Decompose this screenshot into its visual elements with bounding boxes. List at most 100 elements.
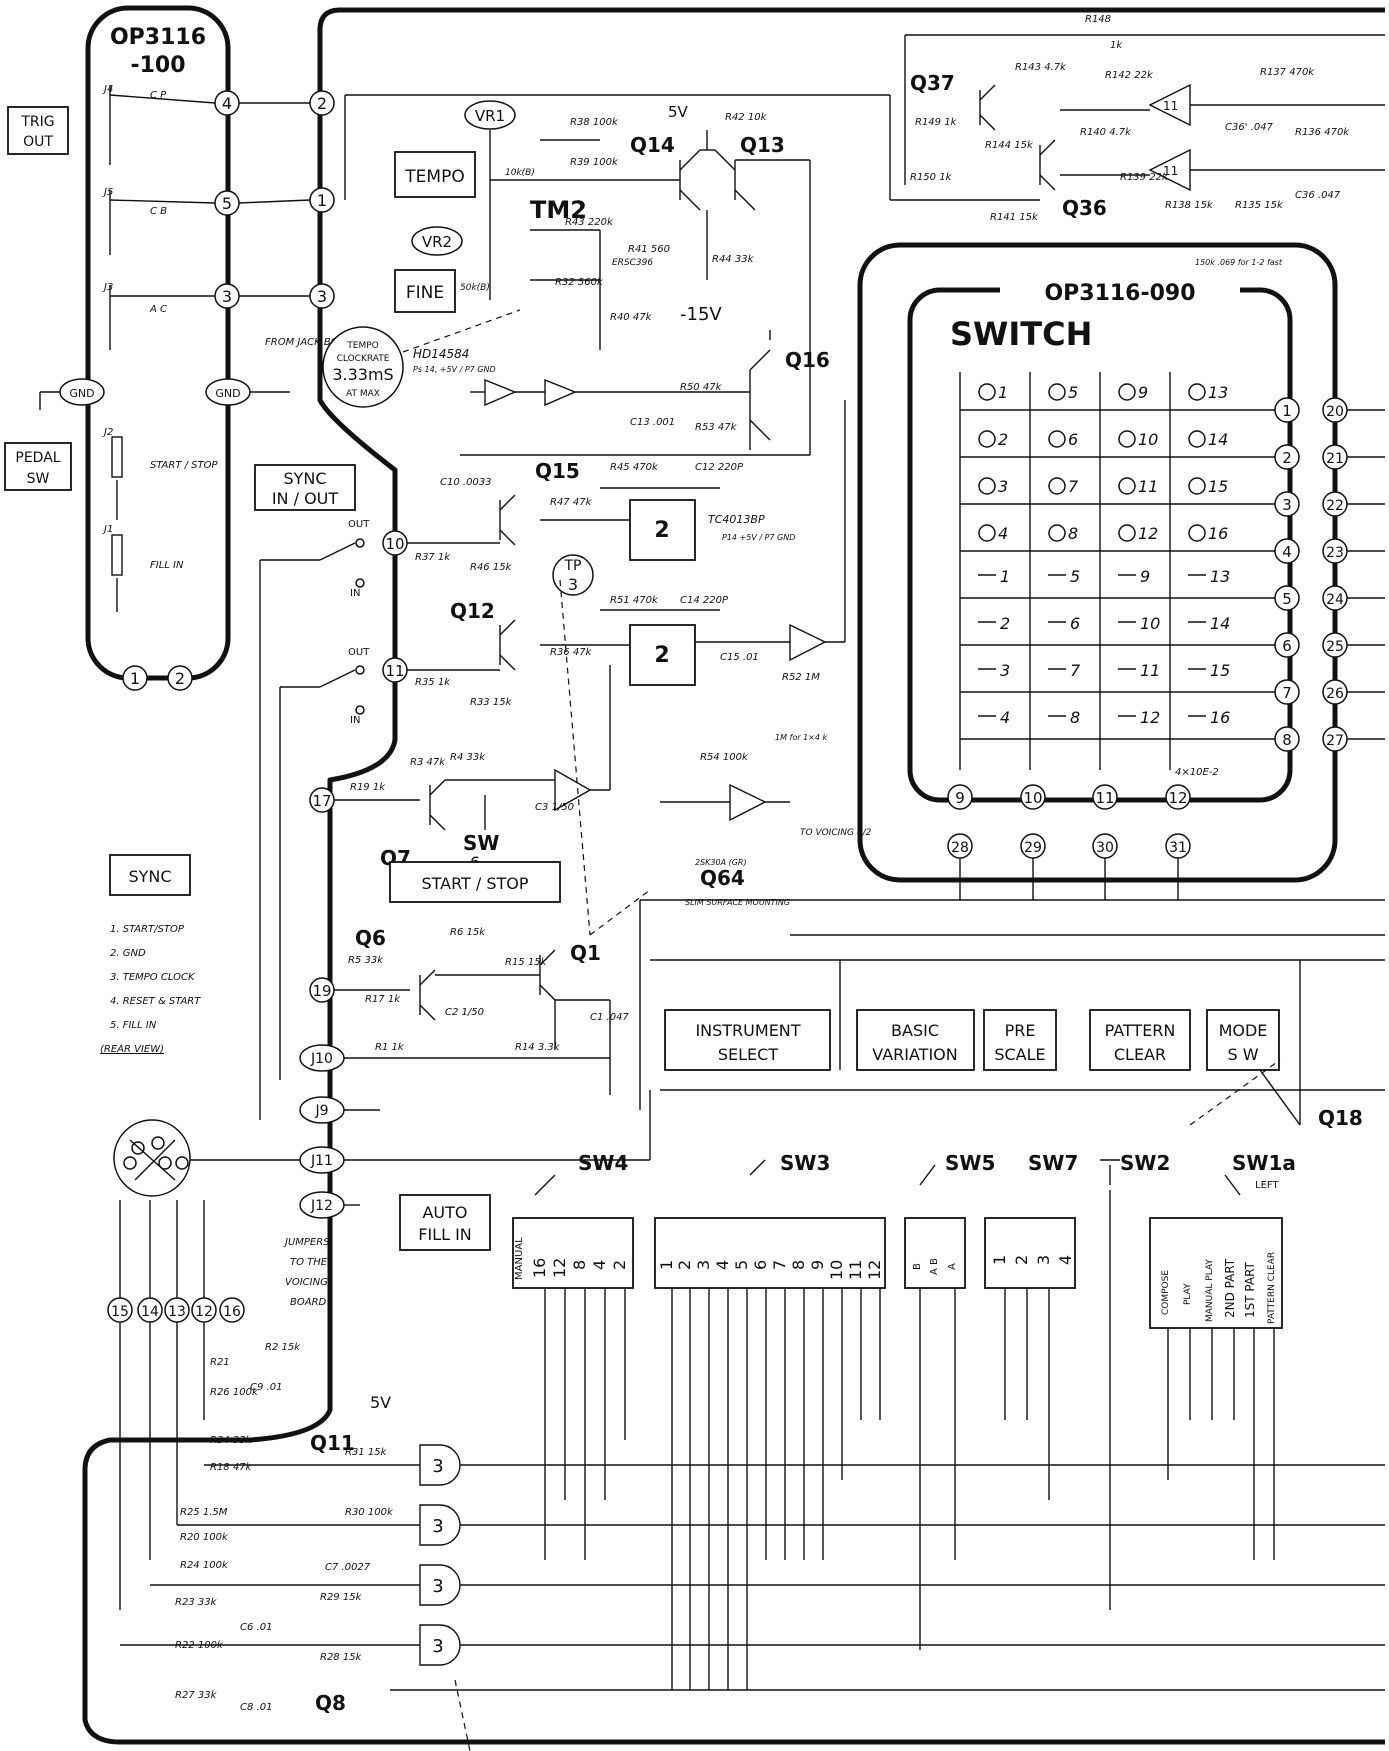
svg-text:R54 100k: R54 100k (700, 752, 749, 763)
svg-text:R139 22k: R139 22k (1120, 172, 1169, 183)
svg-text:3: 3 (222, 287, 232, 306)
svg-text:TEMPO: TEMPO (346, 341, 378, 351)
diode-matrix (544, 1288, 1275, 1690)
svg-text:Q36: Q36 (1062, 196, 1107, 220)
svg-text:R149 1k: R149 1k (915, 117, 958, 128)
svg-text:5V: 5V (370, 1393, 391, 1412)
svg-text:Q15: Q15 (535, 459, 580, 483)
svg-text:C15 .01: C15 .01 (720, 652, 759, 663)
svg-text:OUT: OUT (348, 647, 370, 658)
instrument-select-box: INSTRUMENT SELECT (664, 1009, 831, 1071)
svg-text:R15 15k: R15 15k (505, 957, 548, 968)
svg-text:J9: J9 (314, 1103, 328, 1119)
svg-text:R36 47k: R36 47k (550, 647, 593, 658)
svg-text:1: 1 (1000, 567, 1010, 586)
svg-text:J2: J2 (102, 427, 113, 438)
svg-text:FINE: FINE (406, 283, 444, 303)
svg-text:R53 47k: R53 47k (695, 422, 738, 433)
svg-text:Q12: Q12 (450, 599, 495, 623)
svg-text:10: 10 (1140, 614, 1160, 633)
svg-text:AT MAX: AT MAX (346, 389, 380, 399)
svg-text:R43 220k: R43 220k (565, 217, 614, 228)
basic-variation-box: BASIC VARIATION (856, 1009, 975, 1071)
tempo-clockrate-note: TEMPO CLOCKRATE 3.33mS AT MAX (322, 309, 521, 408)
svg-text:R5 33k: R5 33k (348, 955, 384, 966)
key-matrix: 1 5 9 13 2 6 10 14 3 7 11 15 4 8 12 16 (959, 372, 1275, 778)
svg-text:2: 2 (654, 643, 669, 668)
svg-text:R138 15k: R138 15k (1165, 200, 1214, 211)
svg-text:R32 560k: R32 560k (555, 277, 604, 288)
svg-text:15: 15 (111, 1304, 129, 1320)
svg-text:R27 33k: R27 33k (175, 1690, 218, 1701)
q18-label: Q18 (1318, 1106, 1363, 1130)
q15-q12-flipflops: 2 2 Q15 Q12 TC4013BP P14 +5V / P7 GND R4… (415, 400, 846, 708)
svg-text:J12: J12 (310, 1198, 333, 1214)
svg-text:4: 4 (1282, 543, 1292, 561)
svg-text:SELECT: SELECT (718, 1045, 778, 1064)
svg-text:A: A (947, 1263, 958, 1270)
svg-text:2: 2 (675, 1260, 694, 1270)
svg-text:R23 33k: R23 33k (175, 1597, 218, 1608)
svg-text:3: 3 (694, 1260, 713, 1270)
svg-text:1: 1 (130, 669, 140, 688)
svg-text:SW3: SW3 (780, 1151, 830, 1175)
svg-text:1ST PART: 1ST PART (1243, 1261, 1257, 1318)
svg-text:6: 6 (1282, 637, 1292, 655)
svg-text:13: 13 (1210, 567, 1230, 586)
svg-text:R6 15k: R6 15k (450, 927, 486, 938)
op3116-090-title: OP3116-090 (1044, 281, 1195, 306)
svg-text:Q11: Q11 (310, 1431, 355, 1455)
svg-text:AUTO: AUTO (422, 1203, 467, 1222)
svg-text:SW1a: SW1a (1232, 1151, 1296, 1175)
svg-text:B: B (912, 1263, 923, 1270)
svg-text:3. TEMPO CLOCK: 3. TEMPO CLOCK (110, 972, 196, 983)
svg-text:R34 33k: R34 33k (210, 1435, 253, 1446)
svg-text:12: 12 (865, 1260, 884, 1280)
svg-text:16: 16 (223, 1304, 241, 1320)
svg-text:10: 10 (1138, 430, 1158, 449)
fine-box: FINE (394, 269, 456, 313)
svg-text:R37 1k: R37 1k (415, 552, 451, 563)
bus-top (317, 7, 1385, 100)
svg-text:C12 220P: C12 220P (695, 462, 744, 473)
sync-box: SYNC (109, 854, 191, 896)
svg-text:J10: J10 (310, 1051, 333, 1067)
svg-text:5: 5 (732, 1260, 751, 1270)
svg-text:TO THE: TO THE (290, 1257, 328, 1268)
edge-pins-bottom: 28 29 30 31 (947, 833, 1191, 900)
svg-text:R2 15k: R2 15k (265, 1342, 301, 1353)
svg-text:Q13: Q13 (740, 133, 785, 157)
svg-text:2: 2 (1282, 449, 1292, 467)
svg-text:1: 1 (1282, 402, 1292, 420)
svg-text:C9 .01: C9 .01 (250, 1382, 282, 1393)
op3116-100-title: OP3116 (110, 25, 206, 50)
sw7-positions: 1 2 3 4 (984, 1217, 1076, 1289)
svg-text:5. FILL IN: 5. FILL IN (110, 1020, 157, 1031)
svg-text:GND: GND (69, 387, 94, 400)
svg-text:MANUAL PLAY: MANUAL PLAY (1205, 1259, 1215, 1322)
svg-text:7: 7 (1070, 661, 1081, 680)
svg-text:8: 8 (1282, 731, 1292, 749)
jumpers-note: JUMPERS TO THE VOICING BOARD (283, 1237, 330, 1308)
jack-j3: J3 A C (102, 282, 215, 350)
svg-text:C36' .047: C36' .047 (1225, 122, 1274, 133)
svg-text:20: 20 (1326, 404, 1344, 420)
svg-text:1M for 1×4 k: 1M for 1×4 k (775, 733, 828, 742)
svg-text:LEFT: LEFT (1255, 1180, 1279, 1191)
svg-text:5: 5 (1070, 567, 1080, 586)
svg-text:23: 23 (1326, 545, 1344, 561)
sync-din-connector (113, 1119, 300, 1197)
svg-text:MODE: MODE (1219, 1021, 1268, 1040)
svg-text:13: 13 (1208, 383, 1228, 402)
bus-left (317, 100, 398, 1380)
jack-j5: J5 C B (102, 187, 216, 255)
start-stop-box: START / STOP (389, 861, 561, 903)
svg-text:17: 17 (312, 792, 331, 810)
svg-text:R41 560: R41 560 (628, 244, 670, 255)
svg-text:TEMPO: TEMPO (404, 167, 464, 187)
svg-text:R3 47k: R3 47k (410, 757, 446, 768)
svg-text:R24 100k: R24 100k (180, 1560, 229, 1571)
vr2-label: VR2 (411, 226, 463, 256)
svg-text:-15V: -15V (680, 304, 722, 325)
